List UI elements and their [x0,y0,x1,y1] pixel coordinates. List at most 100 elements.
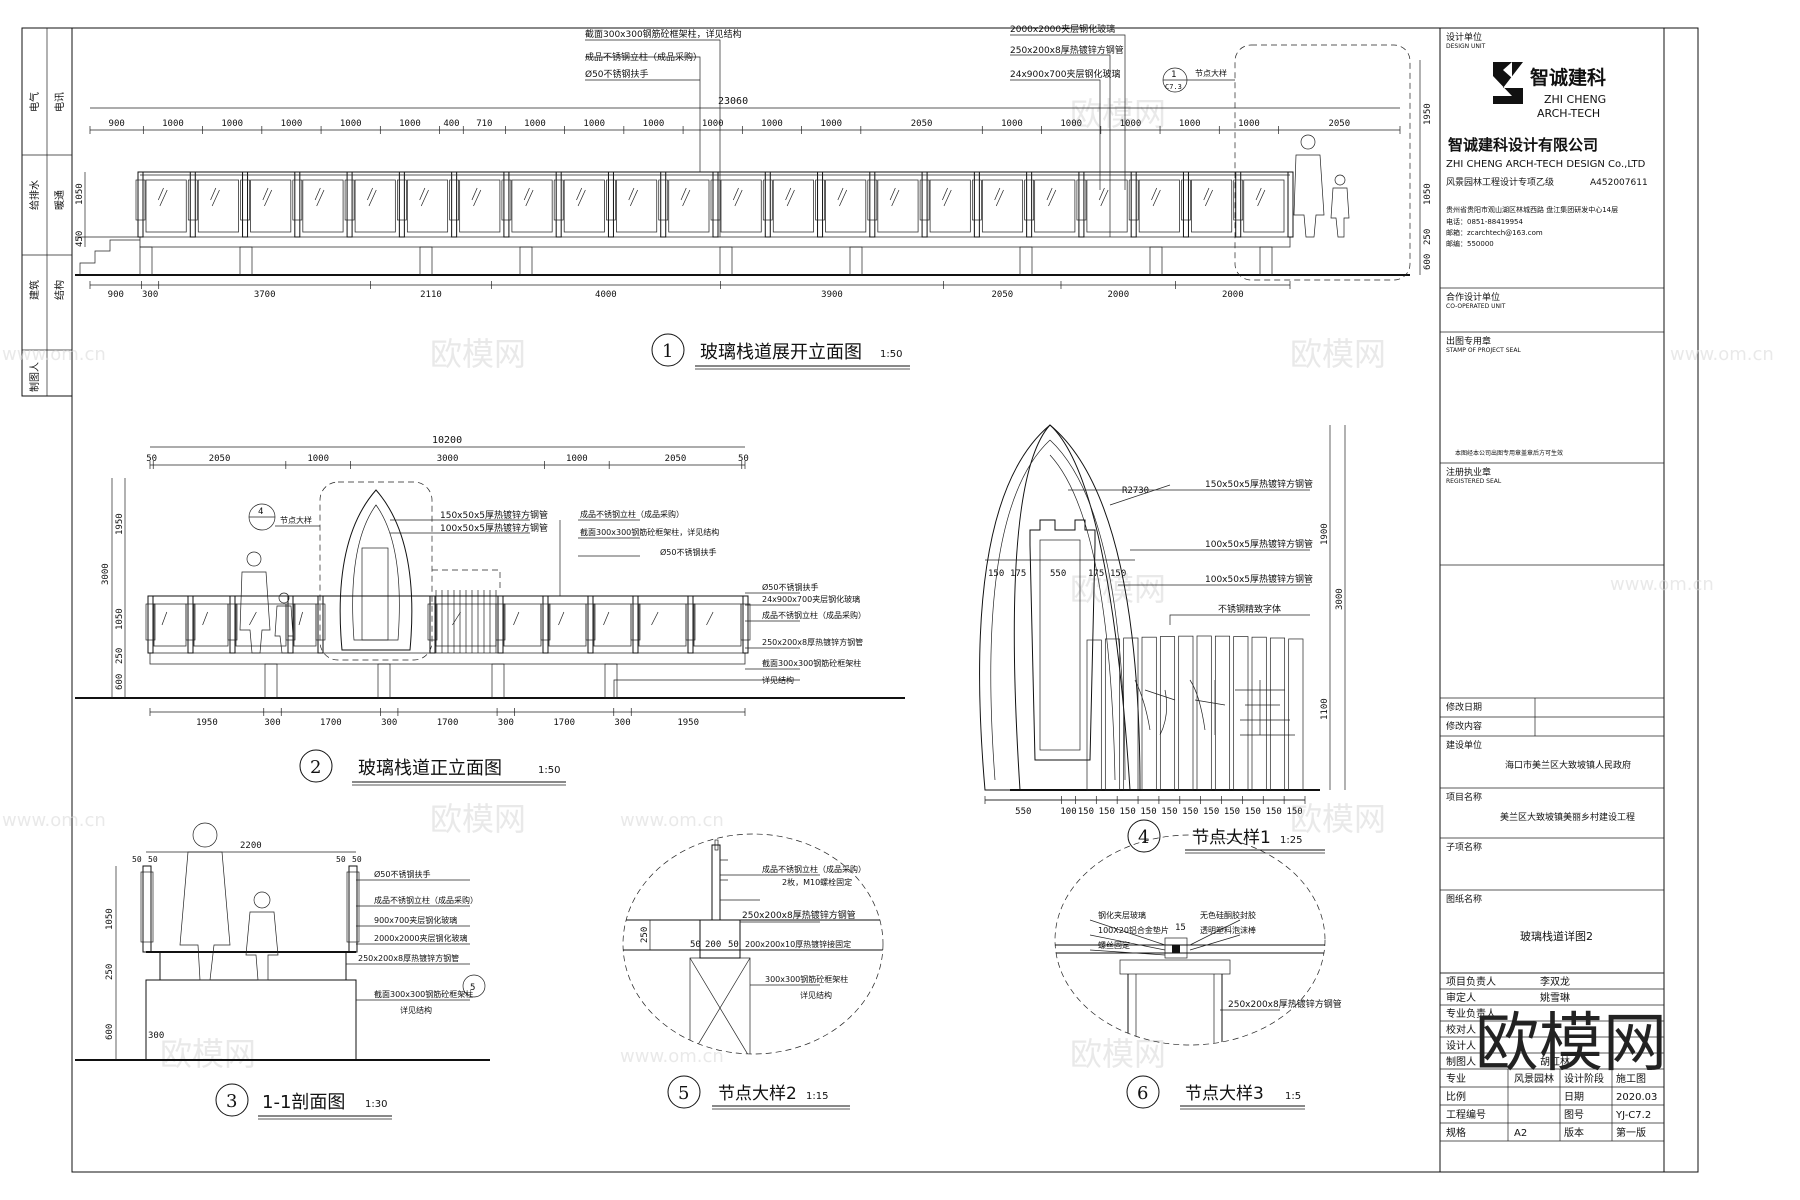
slat [1141,636,1157,791]
callout: 250x200x8厚热镀锌方钢管 [1228,998,1342,1010]
glass-panel [563,179,605,233]
callout: 100X20铝合金垫片 [1098,925,1169,935]
rev-date-label: 修改日期 [1446,701,1482,713]
glass-hatch [513,611,520,626]
dim-text: 150 [1182,807,1198,817]
drawing-title: 节点大样1 [1192,828,1271,848]
sub-label: 子项名称 [1446,841,1482,853]
glass-hatch [629,189,638,207]
slat [1233,636,1249,791]
glass-panel [825,179,867,233]
post [607,171,614,238]
dim-text: 710 [476,119,492,129]
dim-text: 2050 [665,454,687,464]
coop-en: CO-OPERATED UNIT [1446,303,1506,310]
post-clamp [427,603,438,641]
dim: 15 [1175,923,1186,933]
glass-hatch [368,189,377,207]
top-dim: 50 [148,855,158,864]
callout: 250x200x8厚热镀锌方钢管 [1010,44,1124,56]
row-key: 专业负责人 [1446,1007,1496,1020]
dim-text: 4000 [595,290,617,300]
detail-bubble [319,481,433,661]
watermark: 欧模网 [1290,335,1386,373]
callout: 900x700夹层钢化玻璃 [374,915,457,925]
watermarks: 欧模网 欧模网 欧模网 欧模网 欧模网 欧模网 欧模网 欧模网 www.om.c… [2,95,1774,1073]
slat [1159,636,1176,791]
right-dim: 1100 [1320,698,1330,720]
glass-hatch [1152,189,1161,207]
company-en: ZHI CHENG ARCH-TECH DESIGN Co.,LTD [1446,159,1646,170]
callout: 截面300x300钢筋砼框架柱，详见结构 [585,28,742,40]
glass-panel [772,179,814,233]
detail-tag-label: 节点大样 [1195,68,1227,78]
post-clamp [285,603,296,641]
post-clamp [135,179,146,221]
drawing-scale: 1:30 [365,1099,387,1110]
pier [1019,246,1033,276]
dim: 200 [705,940,721,950]
right-dim: 1900 [1320,523,1330,545]
glass-hatch [419,187,426,201]
chutu-en: STAMP OF PROJECT SEAL [1446,347,1521,354]
glass-panel [153,603,187,647]
glass-panel [668,179,710,233]
callout: 150x50x5厚热镀锌方钢管 [440,509,548,521]
post [229,595,236,654]
tb-cell: 图号 [1564,1109,1584,1121]
glass-panel [197,179,239,233]
dim-text: 150 [1286,807,1302,817]
total-dim: 23060 [718,96,748,107]
title-d6: 6 节点大样3 1:5 [1126,1075,1305,1110]
client-name: 海口市美兰区大致坡镇人民政府 [1505,759,1631,771]
dim-text: 2000 [1222,290,1244,300]
left-dim: 3000 [101,563,111,585]
callout: 100x50x5厚热镀锌方钢管 [1205,573,1313,585]
right-dim: 250 [1423,229,1433,245]
steel-beam [159,951,347,981]
glass-hatch [367,187,373,201]
project-label: 项目名称 [1446,791,1482,803]
dim-text: 1950 [196,718,218,728]
title-block-rows: 项目负责人李双龙审定人姚雪琳专业负责人校对人设计人制图人胡红林专业风景园林设计阶… [1440,972,1664,1142]
glass-hatch [262,187,269,201]
strip-label: 电讯 [53,92,66,112]
logo-en2: ARCH-TECH [1537,107,1600,120]
left-dim: 1950 [115,513,125,535]
watermark: 欧模网 [430,335,526,373]
title-d3: 3 1-1剖面图 1:30 [215,1083,392,1120]
project-name: 美兰区大致坡镇美丽乡村建设工程 [1500,811,1635,823]
top-dim: 150 [988,569,1004,579]
post [542,595,549,654]
glass-hatch [210,187,217,201]
stamp-note: 本图经本公司出图专用章盖章后方可生效 [1455,449,1563,457]
callout: 150x50x5厚热镀锌方钢管 [1205,478,1313,490]
dim: 50 [690,940,701,950]
slat [1123,637,1139,791]
post [869,171,876,238]
callout: 截面300x300钢筋砼框架柱 [374,989,473,999]
glass-hatch [603,611,610,626]
glass-hatch [264,189,273,207]
glass-hatch [523,187,530,201]
glass-hatch [577,189,586,207]
post [660,171,667,238]
callout: 详见结构 [800,990,832,1000]
glass-hatch [161,611,168,626]
post [429,595,436,654]
glass-panel [693,603,742,647]
slat [1086,639,1102,791]
company-cn: 智诚建科设计有限公司 [1448,136,1598,154]
post-clamp [145,603,156,641]
detail-tag-label: 节点大样 [280,515,312,525]
callout: Ø50不锈钢扶手 [374,869,430,879]
phone: 电话：0851-88419954 [1446,217,1524,226]
watermark: 欧模网 [1290,800,1386,838]
glass-hatch [525,189,534,207]
tb-cell: 比例 [1446,1090,1466,1103]
right-dim: 3000 [1335,588,1345,610]
pier [604,663,618,699]
